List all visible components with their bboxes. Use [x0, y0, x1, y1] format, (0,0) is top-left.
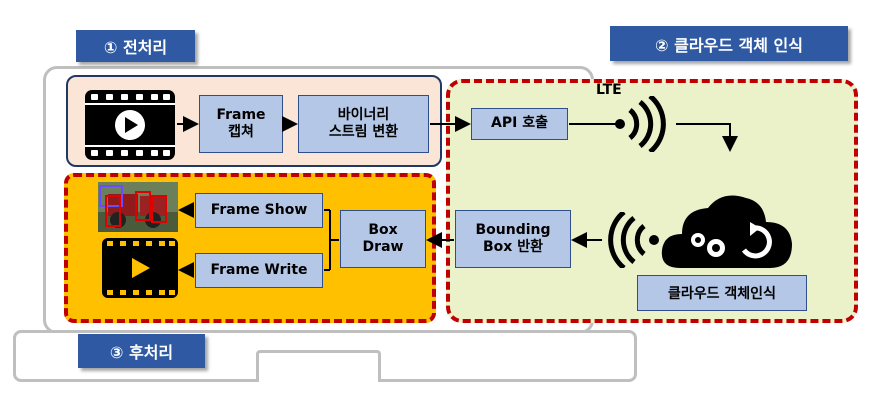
wifi-signal-in-icon — [600, 210, 662, 270]
frame-show-node: Frame Show — [195, 193, 323, 228]
stage-tab-postprocess-label: ③ 후처리 — [109, 343, 174, 362]
frame-show-label: Frame Show — [210, 201, 308, 218]
cloud-recognition-label: 클라우드 객체인식 — [668, 286, 776, 302]
stage-tab-postprocess: ③ 후처리 — [78, 334, 205, 368]
bbox-return-line2: Box 반환 — [483, 239, 543, 255]
stage-tab-cloud: ② 클라우드 객체 인식 — [610, 26, 848, 61]
stage-tab-cloud-label: ② 클라우드 객체 인식 — [654, 35, 804, 55]
cloud-gear-icon — [660, 188, 794, 270]
wifi-signal-out-icon — [612, 94, 672, 154]
arrow-signal-to-cloud — [676, 123, 738, 152]
frame-write-label: Frame Write — [210, 261, 308, 278]
binary-stream-line2: 스트림 변환 — [328, 124, 399, 140]
stage-tab-preprocess: ① 전처리 — [76, 30, 195, 62]
box-draw-node: Box Draw — [340, 210, 426, 268]
api-call-label: API 호출 — [491, 115, 548, 132]
video-icon — [85, 90, 175, 160]
box-draw-line2: Draw — [362, 239, 404, 255]
cloud-recognition-node: 클라우드 객체인식 — [637, 275, 807, 311]
video-write-icon — [102, 238, 178, 298]
frame-capture-line2: 캡쳐 — [228, 124, 254, 140]
frame-capture-line1: Frame — [216, 106, 266, 123]
laptop-trackpad — [256, 350, 381, 382]
frame-write-node: Frame Write — [195, 253, 323, 288]
detection-thumbnail — [98, 182, 178, 232]
bbox-return-line1: Bounding — [475, 221, 551, 238]
lte-label: LTE — [596, 82, 622, 98]
binary-stream-line1: 바이너리 — [337, 106, 390, 123]
api-call-node: API 호출 — [471, 108, 568, 140]
frame-capture-node: Frame 캡쳐 — [199, 95, 283, 153]
box-draw-line1: Box — [368, 221, 398, 238]
stage-tab-preprocess-label: ① 전처리 — [103, 38, 168, 57]
bbox-return-node: Bounding Box 반환 — [455, 210, 571, 268]
binary-stream-node: 바이너리 스트림 변환 — [298, 95, 429, 153]
lte-label-text: LTE — [596, 82, 622, 98]
